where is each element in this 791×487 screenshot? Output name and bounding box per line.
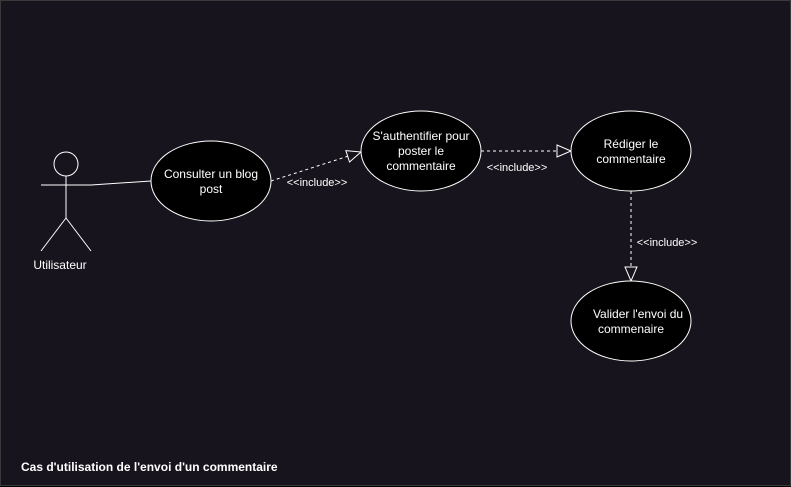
relation-rediger-valider: <<include>> xyxy=(631,191,697,281)
use-case-label: Rédiger le xyxy=(604,137,659,151)
include-label: <<include>> xyxy=(487,162,548,174)
diagram-caption: Cas d'utilisation de l'envoi d'un commen… xyxy=(21,460,278,474)
use-case-label: commentaire xyxy=(386,159,456,173)
use-case-ellipse xyxy=(570,280,692,362)
use-case-authentifier: S'authentifier pour poster le commentair… xyxy=(360,110,482,192)
actor-left-leg xyxy=(40,217,67,252)
association-line xyxy=(90,180,152,186)
use-case-ellipse xyxy=(570,110,692,192)
actor-utilisateur: Utilisateur xyxy=(33,151,92,272)
use-case-valider: Valider l'envoi du commenaire xyxy=(570,280,692,362)
actor-right-leg xyxy=(65,217,92,252)
use-case-label: poster le xyxy=(398,144,444,158)
use-case-consulter: Consulter un blog post xyxy=(150,140,272,222)
use-case-label: Consulter un blog xyxy=(164,167,258,181)
relation-authentifier-rediger: <<include>> xyxy=(481,151,571,174)
include-label: <<include>> xyxy=(637,237,698,249)
include-arrow xyxy=(270,152,361,182)
actor-head xyxy=(53,151,79,177)
use-case-label: commentaire xyxy=(596,152,666,166)
relation-consulter-authentifier: <<include>> xyxy=(270,152,361,189)
use-case-label: post xyxy=(200,182,223,196)
actor-label: Utilisateur xyxy=(33,258,86,272)
use-case-label: S'authentifier pour xyxy=(372,129,469,143)
use-case-ellipse xyxy=(150,140,272,222)
use-case-label: Valider l'envoi du xyxy=(593,307,683,321)
use-case-ellipse xyxy=(360,110,482,192)
use-case-rediger: Rédiger le commentaire xyxy=(570,110,692,192)
include-label: <<include>> xyxy=(287,177,348,189)
use-case-label: commenaire xyxy=(598,322,664,336)
